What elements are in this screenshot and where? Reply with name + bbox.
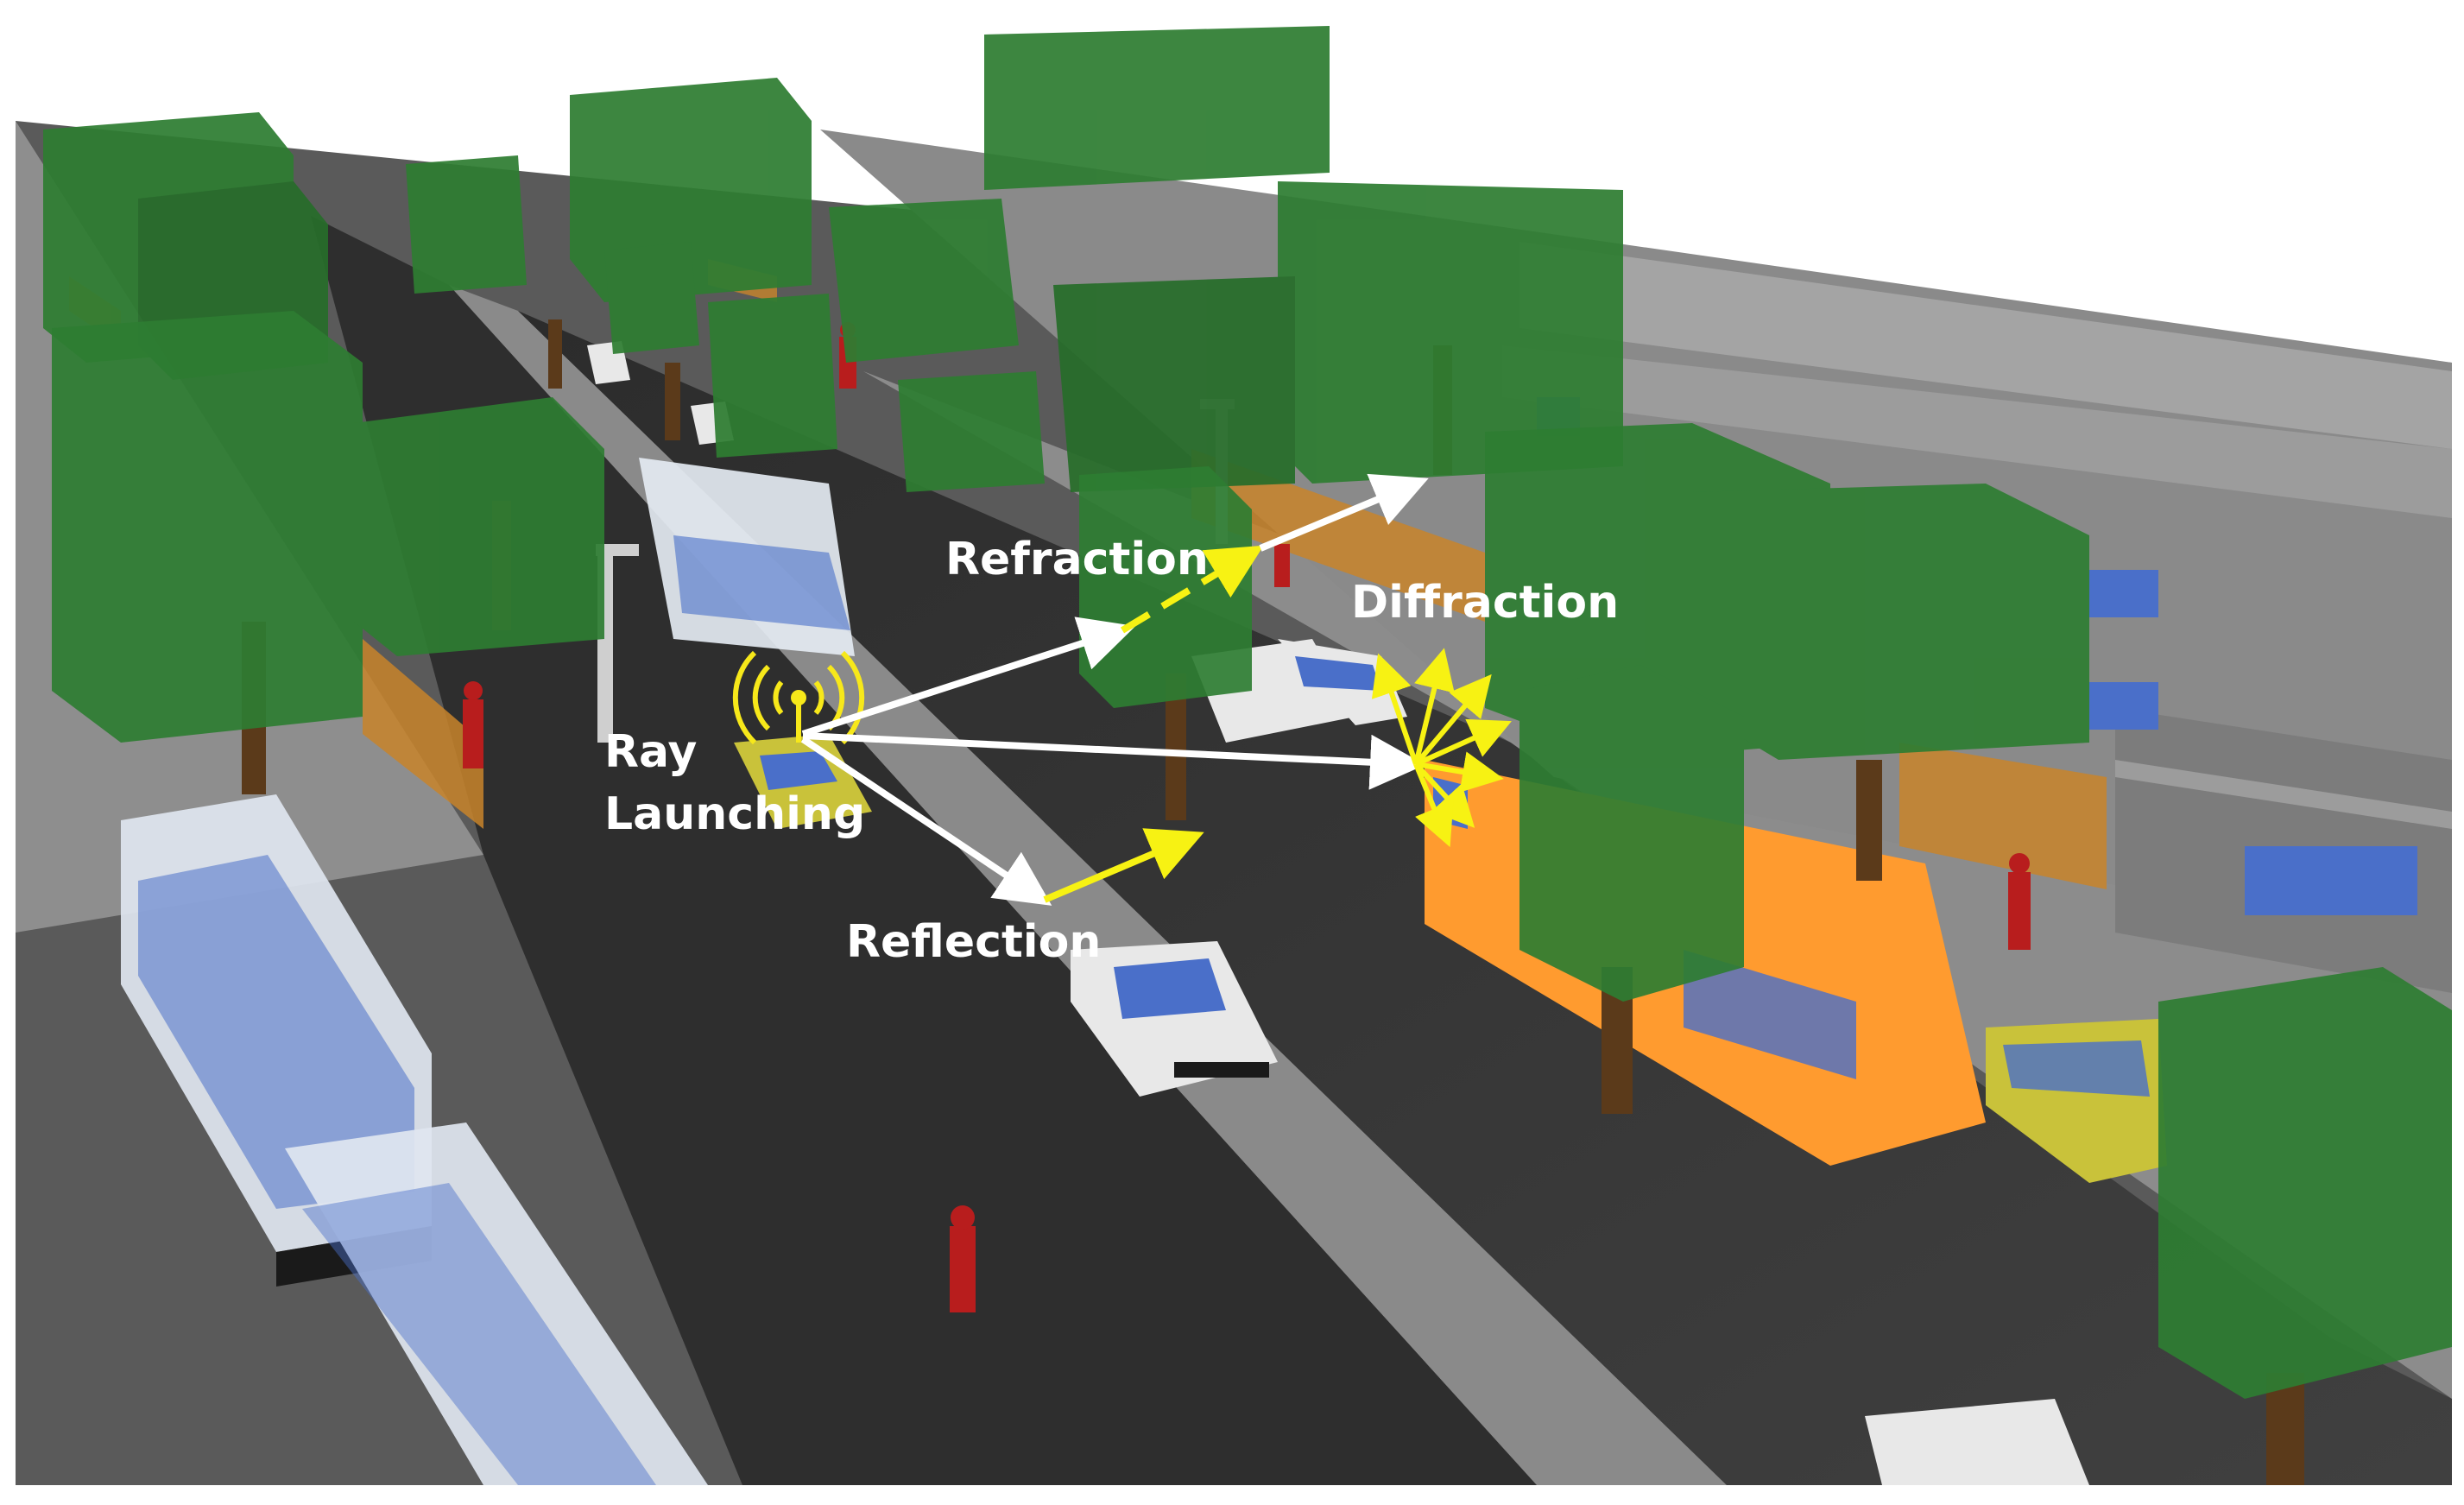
building-window xyxy=(2089,682,2158,730)
refraction-ray xyxy=(801,473,1429,737)
tree-canopies-front xyxy=(52,311,2452,1399)
reflection-label: Reflection xyxy=(846,916,1101,968)
pedestrian xyxy=(950,1205,976,1312)
ray-launching-label-line2: Launching xyxy=(604,788,865,840)
reflection-ray xyxy=(800,736,1204,906)
pedestrian xyxy=(2008,853,2031,950)
fence-right xyxy=(1899,743,2107,889)
refraction-label: Refraction xyxy=(945,534,1209,585)
pedestrian xyxy=(463,681,483,768)
ray-launching-label-line1: Ray xyxy=(604,726,697,778)
building-window xyxy=(2245,846,2417,915)
building-window xyxy=(2089,570,2158,617)
car-white-center xyxy=(1071,941,1278,1097)
left-road xyxy=(311,216,1537,1485)
fence-center xyxy=(1191,449,1485,622)
direct-ray xyxy=(802,732,1425,790)
pedestrian xyxy=(1274,544,1290,587)
car-yellow-transmitter xyxy=(734,734,872,829)
fence-left xyxy=(363,639,483,829)
tree-canopies-back xyxy=(43,26,1623,492)
bus-center xyxy=(639,458,855,656)
car-yellow-right xyxy=(1986,1019,2167,1183)
car-white-bottom xyxy=(1865,1399,2089,1485)
diffraction-rays xyxy=(1371,648,1512,848)
building-roof-1 xyxy=(1502,345,2452,518)
building-block-2 xyxy=(2115,760,2452,829)
building-roof-2 xyxy=(1519,242,2452,449)
bus-left-far xyxy=(285,1122,708,1485)
diffraction-label: Diffraction xyxy=(1351,577,1619,629)
